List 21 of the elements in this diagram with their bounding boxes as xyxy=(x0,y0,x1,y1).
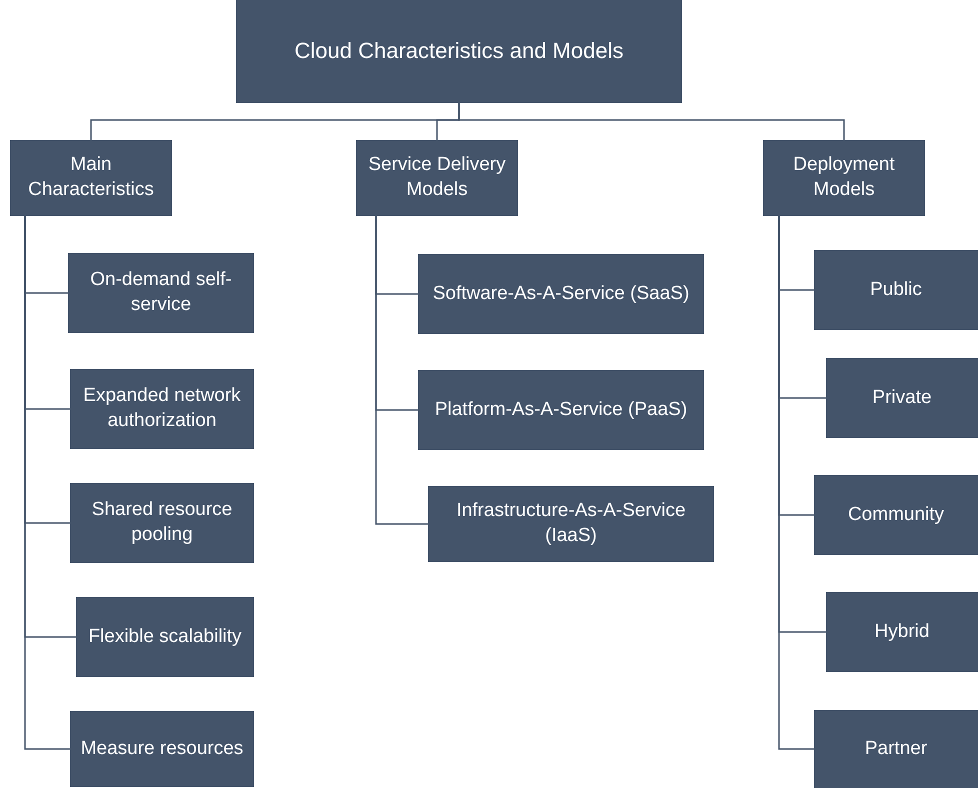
category-box: Deployment Models xyxy=(763,140,925,216)
category-box: Shared resource pooling xyxy=(70,483,254,563)
category-box: Software-As-A-Service (SaaS) xyxy=(418,254,704,334)
category-box: Flexible scalability xyxy=(76,597,254,677)
connector-line xyxy=(24,216,70,750)
category-box: Measure resources xyxy=(70,711,254,787)
category-box: Public xyxy=(814,250,978,330)
category-box: Community xyxy=(814,475,978,555)
category-box: Platform-As-A-Service (PaaS) xyxy=(418,370,704,450)
category-box: On-demand self-service xyxy=(68,253,254,333)
category-box: Infrastructure-As-A-Service (IaaS) xyxy=(428,486,714,562)
category-box: Service Delivery Models xyxy=(356,140,518,216)
connector-line xyxy=(375,216,428,525)
category-box: Partner xyxy=(814,710,978,788)
category-box: Main Characteristics xyxy=(10,140,172,216)
connector-line xyxy=(458,103,845,140)
title-box: Cloud Characteristics and Models xyxy=(236,0,682,103)
category-box: Private xyxy=(826,358,978,438)
connector-line xyxy=(778,216,814,750)
category-box: Expanded network authorization xyxy=(70,369,254,449)
category-box: Hybrid xyxy=(826,592,978,672)
